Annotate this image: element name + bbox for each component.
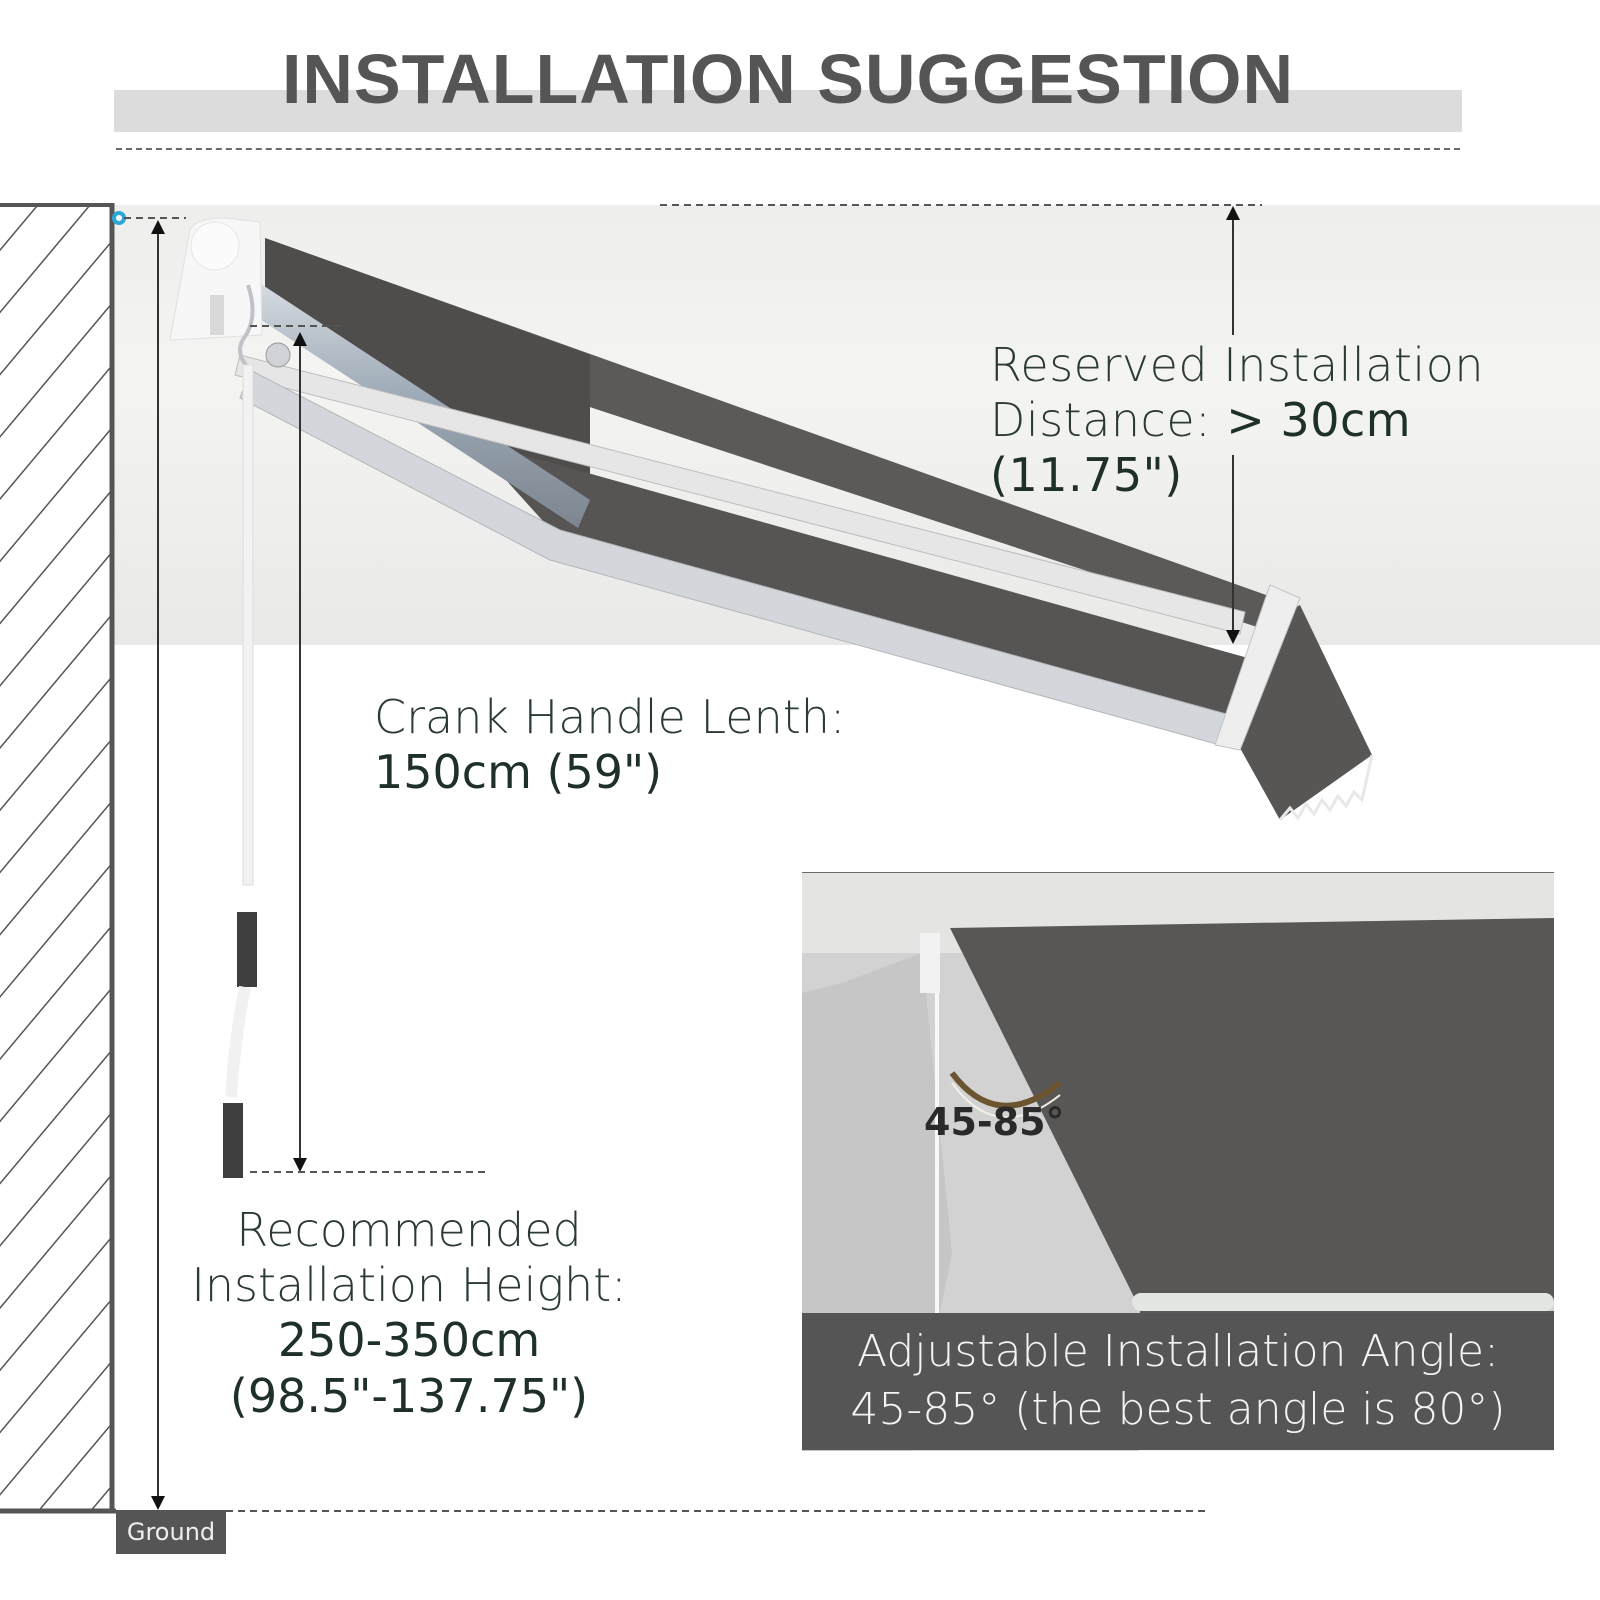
angle-caption: Adjustable Installation Angle: 45-85° (t…	[802, 1313, 1554, 1450]
installation-height-label: Recommended Installation Height: 250-350…	[184, 1203, 634, 1424]
reserved-prefix: Distance:	[990, 393, 1227, 448]
height-line1: Recommended	[236, 1203, 582, 1257]
height-value-in: (98.5"-137.75")	[229, 1368, 589, 1423]
title-divider	[116, 148, 1460, 150]
wall-icon	[0, 203, 116, 1514]
angle-caption-line1: Adjustable Installation Angle:	[857, 1326, 1499, 1377]
crank-value: 150cm (59")	[374, 745, 663, 800]
height-value-cm: 250-350cm	[277, 1313, 541, 1368]
angle-range-badge: 45-85°	[924, 1100, 1065, 1144]
ground-label: Ground	[116, 1510, 226, 1554]
mount-point-marker	[112, 211, 126, 225]
reserved-distance-label: Reserved Installation Distance: > 30cm (…	[990, 338, 1600, 504]
crank-length-label: Crank Handle Lenth: 150cm (59")	[374, 690, 845, 800]
angle-caption-line2: 45-85° (the best angle is 80°)	[850, 1384, 1506, 1435]
reserved-value: > 30cm (11.75")	[990, 393, 1412, 503]
title-band	[114, 90, 1462, 132]
reserved-line2: Distance: > 30cm (11.75")	[990, 393, 1600, 503]
height-line2: Installation Height:	[191, 1258, 627, 1313]
crank-line1: Crank Handle Lenth:	[374, 690, 846, 744]
reserved-line1: Reserved Installation	[990, 338, 1484, 392]
page-title: INSTALLATION SUGGESTION	[281, 40, 1295, 118]
